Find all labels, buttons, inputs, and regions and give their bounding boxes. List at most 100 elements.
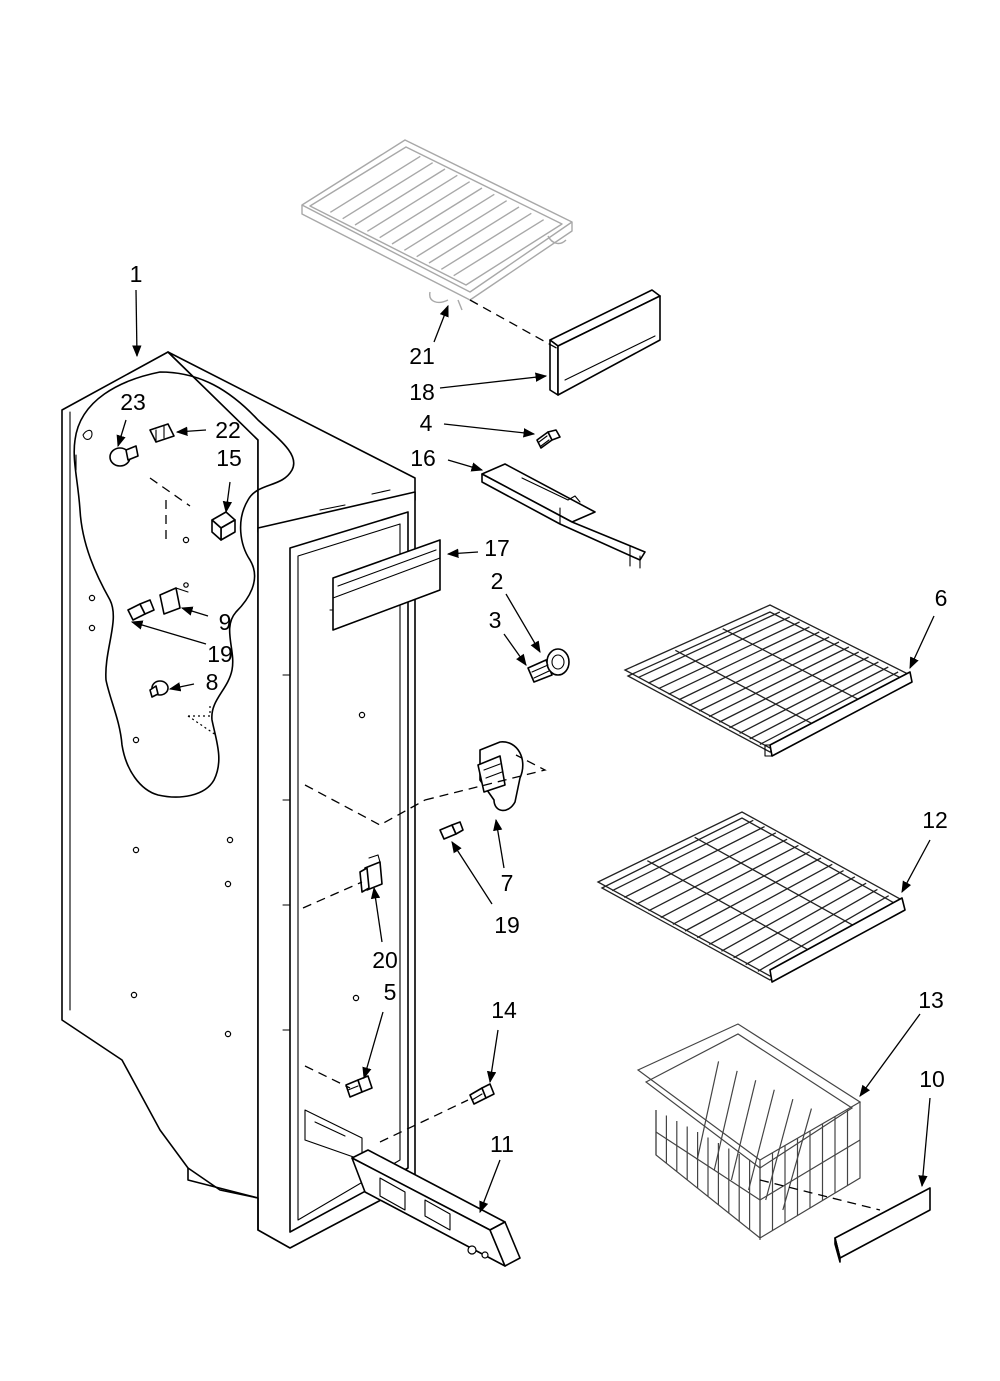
screw-14 [469, 1083, 495, 1105]
callout-10: 10 [919, 1066, 945, 1092]
callout-3: 3 [489, 607, 502, 633]
shelf-12-wire [648, 838, 788, 912]
shelf-rail [329, 155, 421, 213]
wire-shelf-6 [623, 604, 913, 757]
basket-rim-wire [759, 1139, 861, 1201]
basket-inner-wire [765, 1098, 794, 1201]
shelf-6-wire [749, 666, 889, 740]
shelf-rail [453, 219, 545, 277]
switch-20 [359, 854, 383, 893]
callout-11: 11 [490, 1131, 514, 1157]
wire-shelf-12 [596, 811, 906, 983]
callout-18: 18 [409, 379, 435, 405]
leader-lines [116, 289, 935, 1214]
freezer-liner [61, 351, 416, 1249]
callout-labels: 1 23 22 15 9 19 8 21 18 4 16 17 2 3 7 19… [120, 261, 948, 1157]
shelf-6-wire [658, 621, 800, 690]
wire-shelf-6-rails [637, 611, 899, 746]
shelf-6-wire [668, 626, 810, 695]
shelf-rail [416, 200, 508, 258]
callout-1: 1 [130, 261, 143, 287]
shelf-6-wire [648, 616, 790, 684]
shelf-support-2-3 [527, 648, 570, 683]
callout-16: 16 [410, 445, 436, 471]
shelf-rail [403, 193, 495, 251]
shelf-12-wire [757, 895, 890, 972]
basket-front-10 [834, 1187, 931, 1263]
shelf-6-wire [688, 636, 830, 707]
basket-inner-wire [713, 1070, 738, 1171]
callout-2: 2 [491, 568, 504, 594]
clip-15 [211, 511, 236, 541]
callout-6: 6 [935, 585, 948, 611]
shelf-rail [354, 168, 446, 226]
callout-14: 14 [491, 997, 517, 1023]
shelf-rail [440, 212, 532, 270]
shelf-12-wire [733, 882, 867, 959]
shelf-12-crosswire [694, 836, 857, 928]
shelf-6-crosswire [722, 628, 863, 702]
shelf-12-wire [708, 870, 844, 945]
basket-inner-wire [782, 1108, 813, 1211]
shelf-12-wire [660, 844, 799, 919]
callout-8: 8 [206, 669, 219, 695]
shelf-6-wire [729, 656, 869, 729]
wire-shelf-12-rails [611, 819, 890, 972]
shelf-12-wire [636, 832, 777, 905]
shelf-12-wire [623, 825, 765, 899]
plug-8 [149, 680, 217, 736]
shelf-bracket-7 [439, 741, 524, 840]
shelf-6-wire [718, 651, 860, 723]
screw-4 [536, 429, 561, 449]
callout-22: 22 [215, 417, 241, 443]
shelf-6-wire [708, 646, 850, 718]
shelf-12-wire [684, 857, 822, 932]
bracket-9 [159, 582, 189, 615]
shelf-6-wire [678, 631, 820, 701]
callout-4: 4 [420, 410, 433, 436]
shelf-12-crosswire [647, 860, 814, 954]
evaporator-cover-trim [329, 539, 441, 631]
shelf-rail [379, 181, 471, 239]
callout-5: 5 [384, 979, 397, 1005]
shelf-12-wire [745, 888, 878, 966]
callout-20: 20 [372, 947, 398, 973]
shelf-12-wire [611, 819, 754, 892]
shelf-12-wire [696, 863, 833, 939]
shelf-rail [428, 206, 520, 264]
ghost-shelf-frame [301, 139, 573, 311]
basket-inner-wire [747, 1089, 775, 1191]
shelf-6-wire [739, 661, 879, 734]
basket-rim-wire [655, 1131, 761, 1201]
shelf-6-wire [698, 641, 840, 712]
callout-9: 9 [219, 609, 232, 635]
callout-15: 15 [216, 445, 242, 471]
shelf-12-wire [721, 876, 856, 952]
shelf-track [481, 463, 646, 569]
callout-19-right: 19 [494, 912, 520, 938]
shelf-12-wire [672, 851, 811, 925]
basket-inner-wire [696, 1061, 720, 1161]
shelf-cover [549, 289, 661, 396]
callout-23: 23 [120, 389, 146, 415]
bottom-trim-11 [351, 1149, 521, 1267]
shelf-6-wire [637, 611, 781, 679]
shelf-6-crosswire [675, 649, 817, 727]
shelf-rail [366, 174, 458, 232]
shelf-rails [329, 155, 545, 277]
shelf-rail [342, 162, 434, 220]
callout-7: 7 [501, 870, 514, 896]
light-socket-22 [149, 423, 175, 443]
screw-19-left [127, 599, 155, 621]
callout-13: 13 [918, 987, 944, 1013]
callout-19-left: 19 [207, 641, 233, 667]
wire-basket-13 [636, 1023, 862, 1240]
callout-17: 17 [484, 535, 510, 561]
lamp-23 [109, 445, 139, 467]
assembly-lines [149, 299, 881, 1211]
callout-21: 21 [409, 343, 435, 369]
basket-inner-wire [730, 1080, 757, 1181]
callout-12: 12 [922, 807, 948, 833]
basket-wires [655, 1061, 861, 1238]
